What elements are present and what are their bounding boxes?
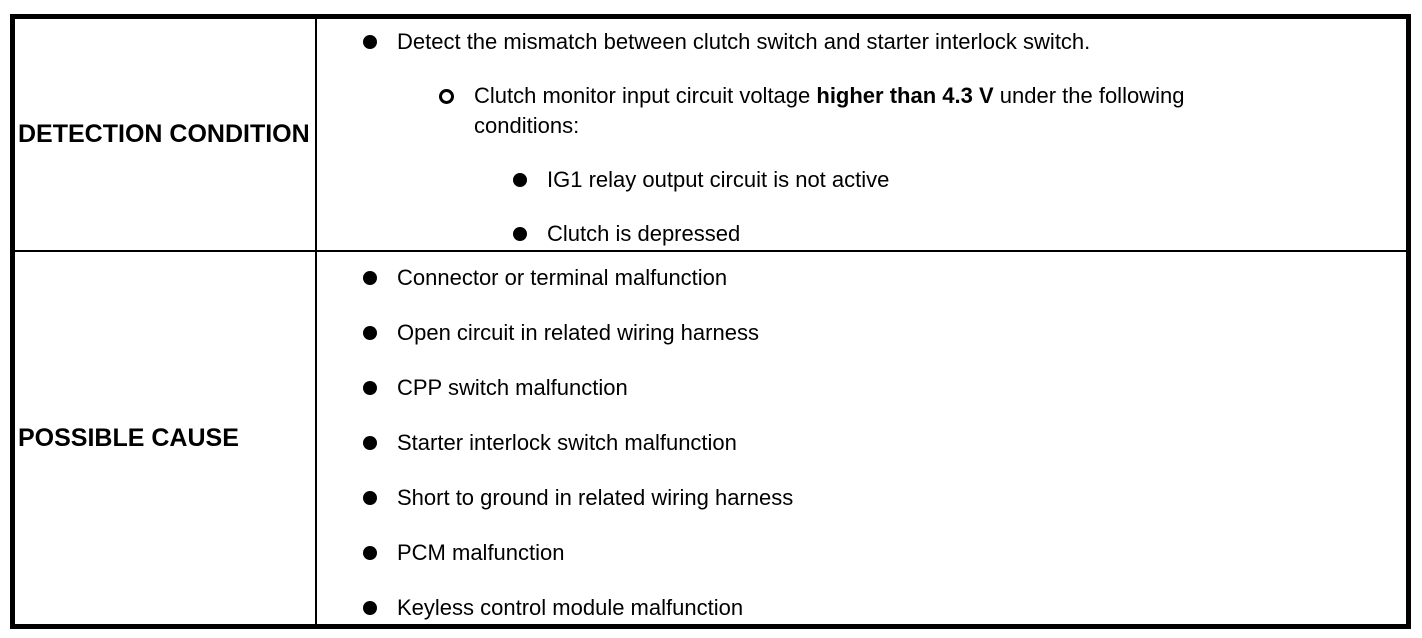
list-item: Clutch monitor input circuit voltage hig… [317, 81, 1406, 141]
list-item-text: Connector or terminal malfunction [397, 265, 728, 290]
list-item: Starter interlock switch malfunction [317, 428, 1406, 458]
filled-bullet-icon [363, 601, 377, 615]
list-item-text: Open circuit in related wiring harness [397, 320, 759, 345]
dtc-info-table: DETECTION CONDITION Detect the mismatch … [10, 14, 1411, 629]
possible-cause-header-cell: POSSIBLE CAUSE [15, 252, 317, 624]
list-item-text: Short to ground in related wiring harnes… [397, 485, 794, 510]
list-item: PCM malfunction [317, 538, 1406, 568]
list-item-text: IG1 relay output circuit is not active [547, 167, 890, 192]
detection-condition-content-cell: Detect the mismatch between clutch switc… [317, 19, 1406, 252]
list-item-text: Clutch monitor input circuit voltage hig… [474, 81, 1294, 141]
list-item-text: PCM malfunction [397, 540, 565, 565]
filled-bullet-icon [513, 227, 527, 241]
list-item-text-bold: higher than 4.3 V [816, 83, 994, 108]
list-item: Keyless control module malfunction [317, 593, 1406, 623]
list-item-text: Clutch is depressed [547, 221, 741, 246]
filled-bullet-icon [363, 436, 377, 450]
list-item: Detect the mismatch between clutch switc… [317, 27, 1406, 57]
list-item-text: CPP switch malfunction [397, 375, 628, 400]
list-item-text-suffix: under the following conditions: [474, 83, 1185, 138]
list-item-text: Detect the mismatch between clutch switc… [397, 29, 1091, 54]
list-item: Short to ground in related wiring harnes… [317, 483, 1406, 513]
filled-bullet-icon [363, 271, 377, 285]
row-header-detection-condition: DETECTION CONDITION [18, 120, 310, 148]
filled-bullet-icon [363, 35, 377, 49]
hollow-bullet-icon [439, 89, 454, 104]
row-header-possible-cause: POSSIBLE CAUSE [18, 423, 239, 452]
list-item: IG1 relay output circuit is not active [317, 165, 1406, 195]
list-item: Clutch is depressed [317, 219, 1406, 249]
list-item: Connector or terminal malfunction [317, 263, 1406, 293]
list-item-text: Keyless control module malfunction [397, 595, 744, 620]
detection-condition-header-cell: DETECTION CONDITION [15, 19, 317, 252]
list-item: Open circuit in related wiring harness [317, 318, 1406, 348]
filled-bullet-icon [363, 491, 377, 505]
filled-bullet-icon [513, 173, 527, 187]
list-item: CPP switch malfunction [317, 373, 1406, 403]
list-item-text: Starter interlock switch malfunction [397, 430, 737, 455]
possible-cause-content-cell: Connector or terminal malfunction Open c… [317, 252, 1406, 624]
filled-bullet-icon [363, 381, 377, 395]
filled-bullet-icon [363, 546, 377, 560]
list-item-text-prefix: Clutch monitor input circuit voltage [474, 83, 817, 108]
filled-bullet-icon [363, 326, 377, 340]
